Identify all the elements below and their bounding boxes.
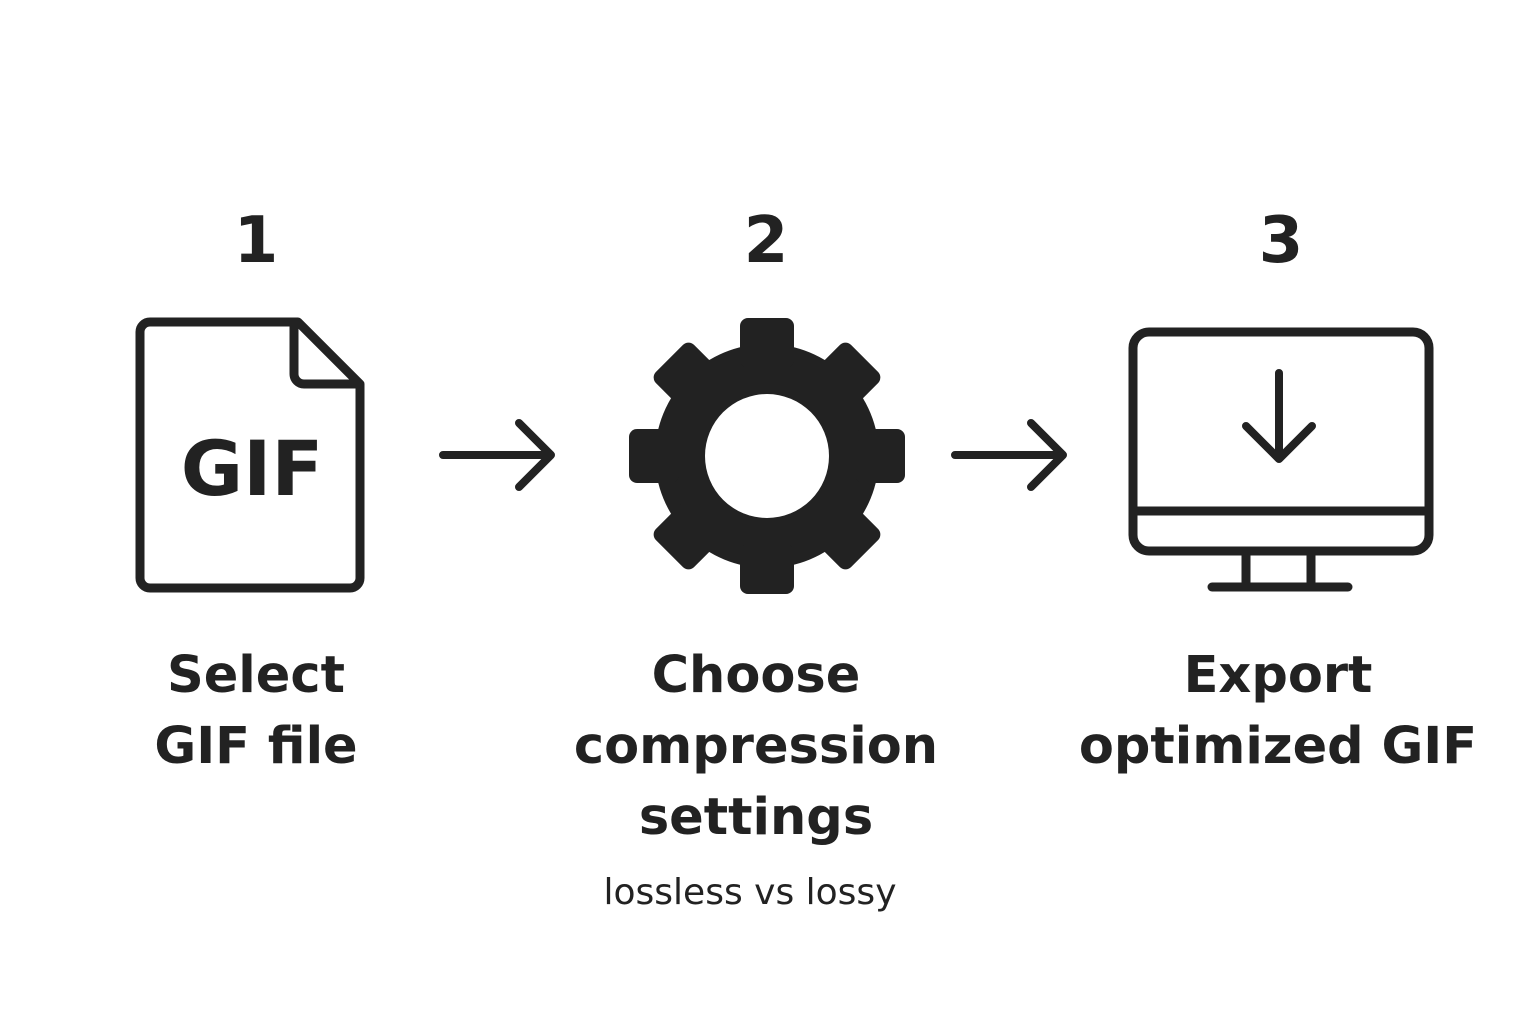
step-3-number: 3 <box>1258 204 1304 278</box>
step-2-label: Choose compression settings <box>536 640 976 853</box>
step-1-label-line: GIF file <box>154 717 358 776</box>
step-3-label-line: Export <box>1183 646 1373 705</box>
step-1-number: 1 <box>233 204 279 278</box>
monitor-download-icon <box>1128 327 1434 592</box>
step-1-label: Select GIF file <box>36 640 476 782</box>
step-1-label-line: Select <box>166 646 345 705</box>
download-arrow-icon <box>1242 369 1316 463</box>
step-2-label-line: Choose <box>651 646 861 705</box>
step-3-label-line: optimized GIF <box>1078 717 1478 776</box>
step-3-label: Export optimized GIF <box>1058 640 1498 782</box>
arrow-right-icon <box>439 419 555 491</box>
step-2-label-line: settings <box>638 788 874 847</box>
step-2-label-line: compression <box>573 717 939 776</box>
step-2-note: lossless vs lossy <box>603 872 897 913</box>
gear-icon <box>629 318 905 594</box>
gif-file-icon: GIF <box>135 317 365 593</box>
arrow-right-icon <box>951 419 1067 491</box>
step-2-number: 2 <box>743 204 789 278</box>
gif-file-icon-text: GIF <box>181 424 324 513</box>
